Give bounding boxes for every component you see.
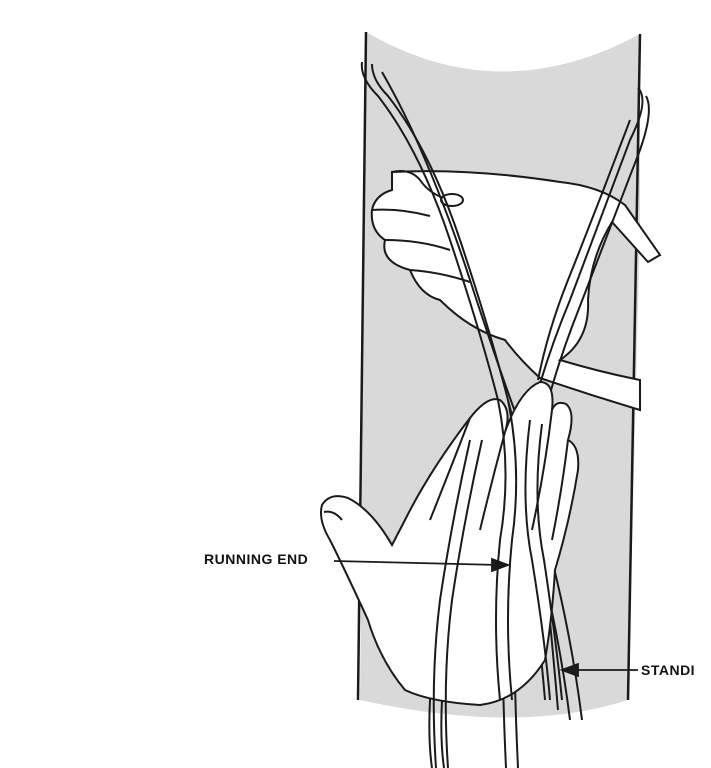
standing-part-label: STANDI — [641, 662, 695, 678]
running-end-label: RUNNING END — [204, 551, 308, 567]
